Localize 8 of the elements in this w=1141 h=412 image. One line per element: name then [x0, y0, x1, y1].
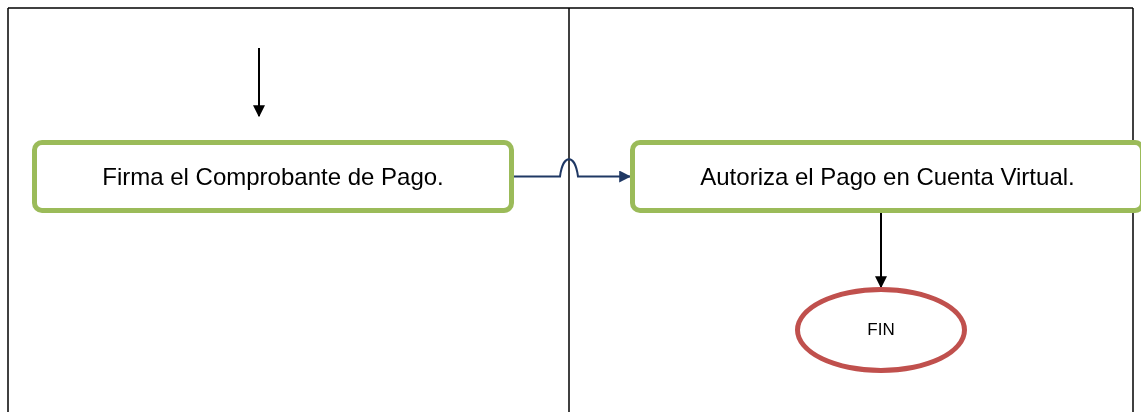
node-label: Autoriza el Pago en Cuenta Virtual. [700, 162, 1075, 191]
node-label: FIN [867, 320, 895, 340]
node-label: Firma el Comprobante de Pago. [102, 162, 444, 191]
process-box [32, 140, 514, 213]
arrow [253, 47, 265, 118]
process-box [630, 140, 1141, 213]
arrow [513, 158, 632, 183]
arrow [875, 212, 887, 289]
